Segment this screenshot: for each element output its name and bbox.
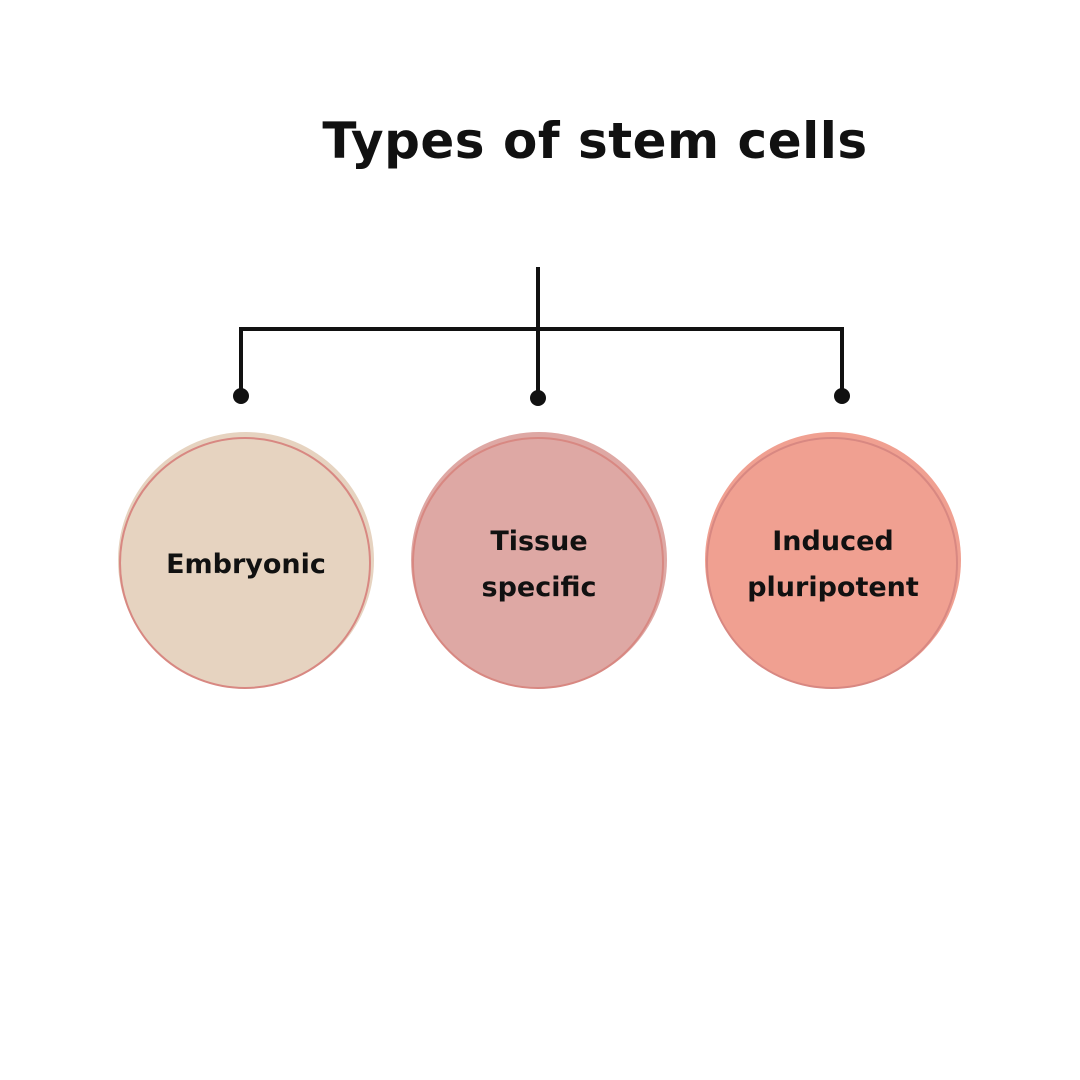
connector-dot-right bbox=[834, 388, 850, 404]
connector-dot-left bbox=[233, 388, 249, 404]
node-tissue-specific-label: Tissue specific bbox=[481, 526, 597, 603]
node-tissue-specific: Tissue specific bbox=[411, 432, 669, 694]
node-embryonic-circle bbox=[119, 437, 371, 689]
node-embryonic: Embryonic bbox=[118, 432, 376, 694]
node-induced-pluripotent-circle bbox=[706, 437, 958, 689]
node-embryonic-label: Embryonic bbox=[166, 549, 326, 580]
connector-dot-center bbox=[530, 390, 546, 406]
branch-line bbox=[239, 327, 844, 396]
node-tissue-specific-circle bbox=[412, 437, 664, 689]
node-induced-pluripotent: Induced pluripotent bbox=[705, 432, 963, 694]
diagram-title: Types of stem cells bbox=[322, 112, 868, 170]
node-induced-pluripotent-label: Induced pluripotent bbox=[747, 526, 919, 603]
